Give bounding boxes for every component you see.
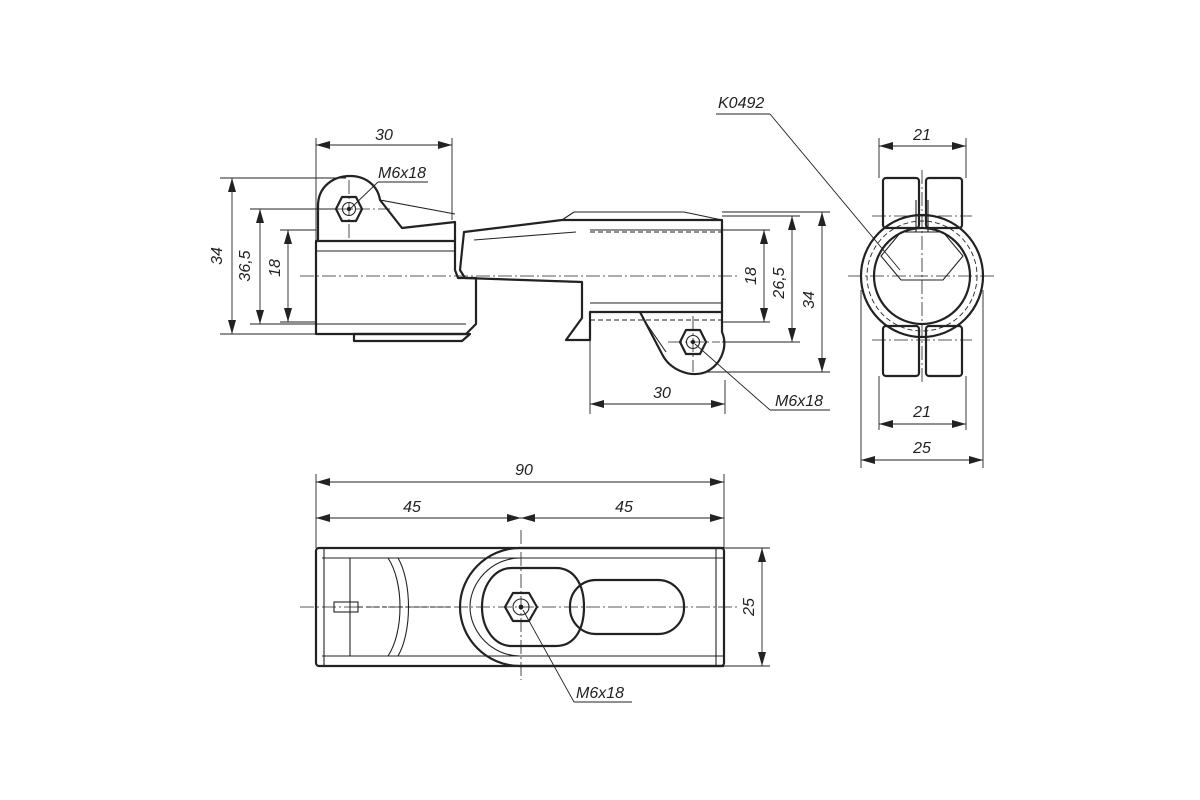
dim-front-right-34: 34 (801, 291, 818, 309)
dim-front-top-30: 30 (375, 127, 393, 144)
dim-side-top-21: 21 (912, 127, 931, 144)
dim-front-left-18: 18 (267, 259, 284, 277)
front-right-body (458, 218, 724, 342)
front-view: 30 M6x18 34 36,5 18 18 (209, 127, 830, 414)
dim-front-left-34: 34 (209, 247, 226, 265)
front-right-lug (639, 311, 726, 376)
dim-plan-45-right: 45 (615, 499, 633, 516)
dim-front-right-26-5: 26,5 (771, 267, 788, 299)
dim-plan-25: 25 (741, 598, 758, 617)
plan-view: 90 45 45 25 M6x18 (300, 462, 770, 703)
dim-plan-90: 90 (515, 462, 533, 479)
dim-side-bottom-21: 21 (912, 404, 931, 421)
dim-front-bottom-30: 30 (653, 385, 671, 402)
front-left-lug (316, 174, 457, 241)
plan-lever (480, 566, 586, 648)
side-view: K0492 21 21 25 (716, 95, 996, 468)
thread-label-bottom: M6x18 (775, 393, 823, 410)
dim-front-left-36-5: 36,5 (237, 250, 254, 281)
part-code-label: K0492 (718, 95, 764, 112)
front-left-body (314, 239, 478, 336)
dim-side-bottom-25: 25 (912, 440, 931, 457)
front-hex-nut-bottom (678, 328, 708, 356)
thread-label-plan: M6x18 (576, 685, 624, 702)
dim-front-right-18: 18 (743, 267, 760, 285)
dim-plan-45-left: 45 (403, 499, 421, 516)
thread-label-top: M6x18 (378, 165, 426, 182)
